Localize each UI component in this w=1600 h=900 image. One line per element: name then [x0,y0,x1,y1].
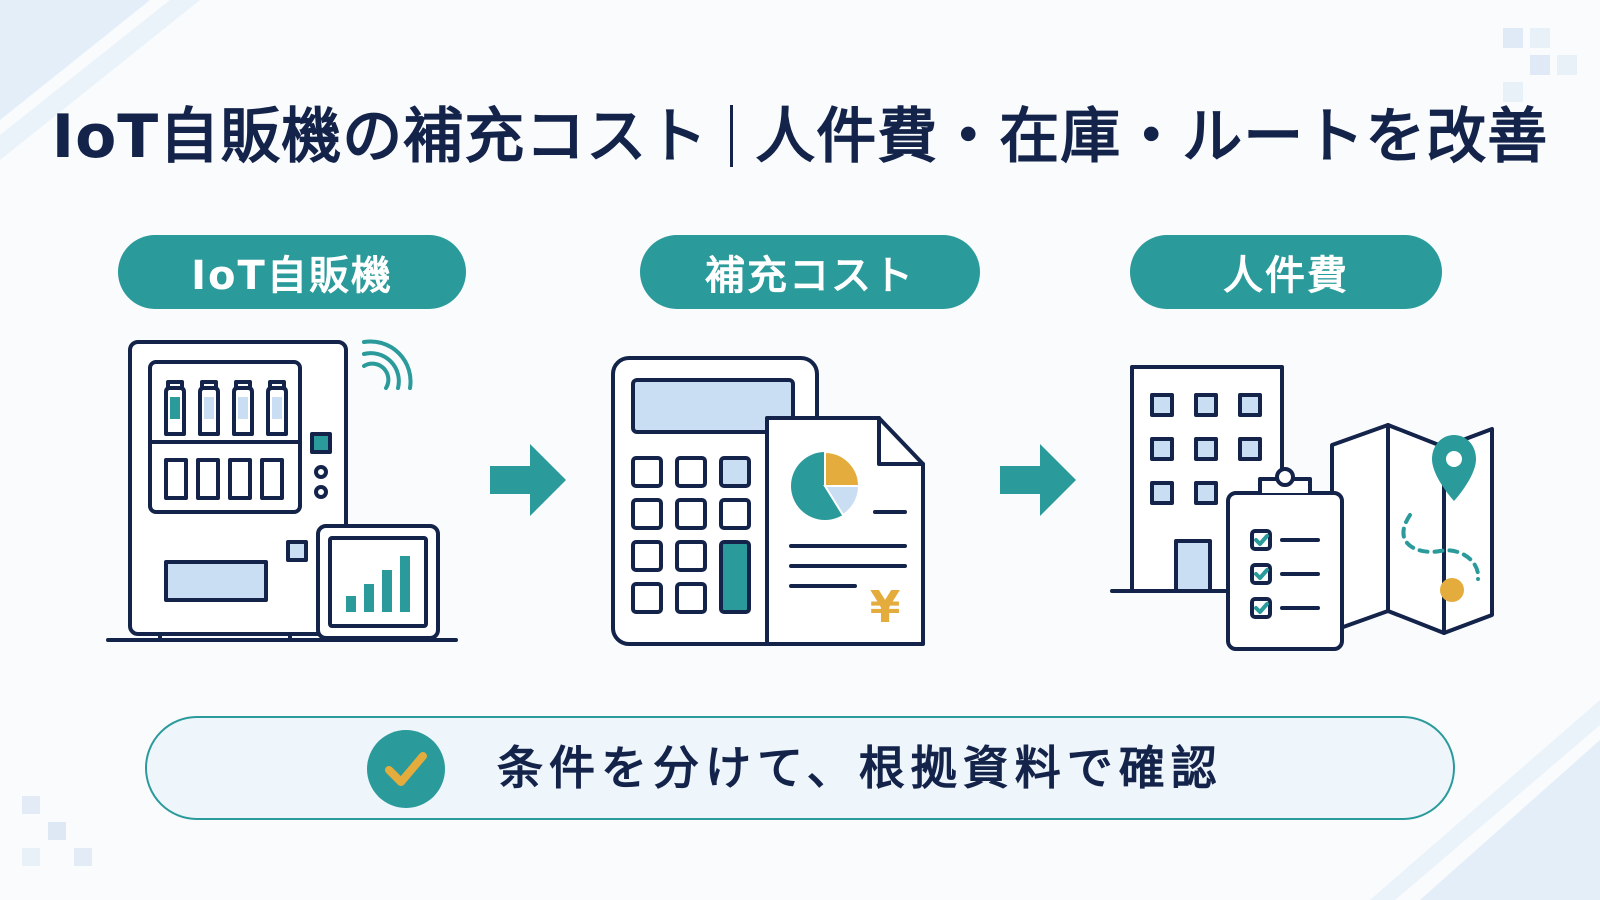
banner-text: 条件を分けて、根拠資料で確認 [497,741,1223,795]
step-label-refill-cost: 補充コスト [640,235,980,309]
arrow-right-icon [490,444,566,516]
step-label-labor-cost: 人件費 [1130,235,1442,309]
vending-machine-icon [106,339,458,642]
title-divider [730,105,734,167]
title-sub: 人件費・在庫・ルートを改善 [755,102,1549,172]
check-icon [367,730,445,808]
page-title: IoT自販機の補充コスト人件費・在庫・ルートを改善 [0,88,1600,175]
calculator-report-icon: ¥ [611,356,925,646]
currency-yen-symbol: ¥ [870,582,901,633]
building-checklist-map-icon [1110,365,1494,651]
title-main: IoT自販機の補充コスト [51,102,709,172]
check-mark-shape [385,752,427,786]
step-label-iot-vending: IoT自販機 [118,235,466,309]
conclusion-banner: 条件を分けて、根拠資料で確認 [145,716,1455,820]
arrow-right-icon [1000,444,1076,516]
